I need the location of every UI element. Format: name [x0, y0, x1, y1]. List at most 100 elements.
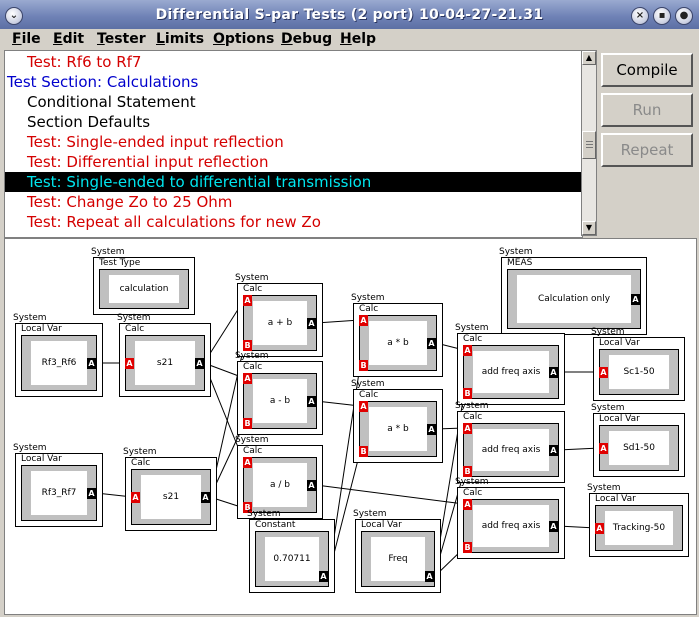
- input-pin-b[interactable]: B: [243, 502, 252, 513]
- menu-options[interactable]: Options: [213, 31, 275, 47]
- input-pin-a[interactable]: A: [463, 423, 472, 434]
- block-value: a * b: [369, 407, 427, 451]
- menu-tester[interactable]: Tester: [97, 31, 146, 47]
- input-pin-a[interactable]: A: [243, 457, 252, 468]
- output-pin[interactable]: A: [201, 492, 210, 503]
- input-pin-a[interactable]: A: [599, 367, 608, 378]
- menu-debug[interactable]: Debug: [281, 31, 333, 47]
- block-system-label: System: [13, 443, 47, 453]
- output-pin[interactable]: A: [549, 367, 558, 378]
- input-pin-a[interactable]: A: [359, 401, 368, 412]
- block-value: a * b: [369, 321, 427, 365]
- output-pin[interactable]: A: [307, 396, 316, 407]
- menu-limits[interactable]: Limits: [156, 31, 205, 47]
- block-value: Sc1-50: [609, 355, 669, 389]
- input-pin-a[interactable]: A: [595, 523, 604, 534]
- block-value: s21: [141, 475, 201, 519]
- list-scrollbar[interactable]: ▲ ▼: [581, 50, 597, 236]
- block-system-label: System: [587, 483, 621, 493]
- block-value: 0.70711: [265, 537, 319, 581]
- block-kind-label: Local Var: [599, 414, 640, 424]
- input-pin-a[interactable]: A: [131, 492, 140, 503]
- list-item[interactable]: Test: Repeat all calculations for new Zo: [27, 213, 321, 231]
- input-pin-b[interactable]: B: [463, 388, 472, 399]
- output-pin[interactable]: A: [87, 358, 96, 369]
- run-button[interactable]: Run: [601, 93, 693, 127]
- menu-file[interactable]: File: [12, 31, 41, 47]
- block-system-label: System: [247, 509, 281, 519]
- output-pin[interactable]: A: [307, 480, 316, 491]
- input-pin-b[interactable]: B: [359, 446, 368, 457]
- input-pin-a[interactable]: A: [463, 499, 472, 510]
- output-pin[interactable]: A: [631, 294, 640, 305]
- list-item[interactable]: Test Section: Calculations: [7, 73, 199, 91]
- output-pin[interactable]: A: [87, 488, 96, 499]
- input-pin-a[interactable]: A: [243, 373, 252, 384]
- list-item[interactable]: Test: Rf6 to Rf7: [27, 53, 142, 71]
- repeat-button[interactable]: Repeat: [601, 133, 693, 167]
- block-system-label: System: [353, 509, 387, 519]
- block-value: add freq axis: [473, 351, 549, 393]
- scroll-down-icon[interactable]: ▼: [582, 221, 596, 235]
- block-kind-label: Local Var: [21, 454, 62, 464]
- block-kind-label: Test Type: [99, 258, 141, 268]
- block-system-label: System: [235, 273, 269, 283]
- output-pin[interactable]: A: [549, 445, 558, 456]
- input-pin-a[interactable]: A: [599, 443, 608, 454]
- minimize-icon[interactable]: ×: [631, 7, 649, 25]
- block-kind-label: Calc: [463, 412, 483, 422]
- block-kind-label: Calc: [359, 390, 379, 400]
- block-kind-label: Calc: [125, 324, 145, 334]
- block-kind-label: MEAS: [507, 258, 533, 268]
- block-kind-label: Local Var: [595, 494, 636, 504]
- window-menu-icon[interactable]: ⌄: [5, 7, 23, 25]
- list-item[interactable]: Conditional Statement: [27, 93, 196, 111]
- input-pin-b[interactable]: B: [243, 340, 252, 351]
- output-pin[interactable]: A: [195, 358, 204, 369]
- close-icon[interactable]: ●: [675, 7, 693, 25]
- input-pin-b[interactable]: B: [463, 542, 472, 553]
- input-pin-a[interactable]: A: [463, 345, 472, 356]
- block-kind-label: Local Var: [361, 520, 402, 530]
- block-value: add freq axis: [473, 429, 549, 471]
- block-kind-label: Calc: [463, 334, 483, 344]
- block-value: calculation: [109, 275, 179, 303]
- menu-edit[interactable]: Edit: [53, 31, 85, 47]
- maximize-icon[interactable]: ▪: [653, 7, 671, 25]
- block-kind-label: Local Var: [599, 338, 640, 348]
- list-item[interactable]: Test: Change Zo to 25 Ohm: [27, 193, 233, 211]
- list-item[interactable]: Section Defaults: [27, 113, 151, 131]
- compile-button[interactable]: Compile: [601, 53, 693, 87]
- menu-help[interactable]: Help: [340, 31, 377, 47]
- block-value: Freq: [371, 537, 425, 581]
- output-pin[interactable]: A: [425, 571, 434, 582]
- input-pin-a[interactable]: A: [243, 295, 252, 306]
- input-pin-b[interactable]: B: [463, 466, 472, 477]
- block-value: add freq axis: [473, 505, 549, 547]
- block-value: Calculation only: [517, 275, 631, 323]
- block-kind-label: Calc: [131, 458, 151, 468]
- output-pin[interactable]: A: [549, 521, 558, 532]
- output-pin[interactable]: A: [307, 318, 316, 329]
- output-pin[interactable]: A: [427, 338, 436, 349]
- block-system-label: System: [591, 403, 625, 413]
- scroll-up-icon[interactable]: ▲: [582, 51, 596, 65]
- input-pin-b[interactable]: B: [243, 418, 252, 429]
- input-pin-b[interactable]: B: [359, 360, 368, 371]
- output-pin[interactable]: A: [319, 571, 328, 582]
- input-pin-a[interactable]: A: [359, 315, 368, 326]
- menu-bar: File Edit Tester Limits Options Debug He…: [0, 29, 699, 49]
- block-kind-label: Calc: [243, 362, 263, 372]
- scroll-thumb[interactable]: [582, 131, 596, 159]
- block-system-label: System: [13, 313, 47, 323]
- input-pin-a[interactable]: A: [125, 358, 134, 369]
- list-item[interactable]: Test: Differential input reflection: [27, 153, 269, 171]
- block-kind-label: Local Var: [21, 324, 62, 334]
- output-pin[interactable]: A: [427, 424, 436, 435]
- block-system-label: System: [455, 477, 489, 487]
- list-item-selected[interactable]: Test: Single-ended to differential trans…: [5, 172, 582, 192]
- list-item[interactable]: Test: Single-ended input reflection: [27, 133, 284, 151]
- block-system-label: System: [117, 313, 151, 323]
